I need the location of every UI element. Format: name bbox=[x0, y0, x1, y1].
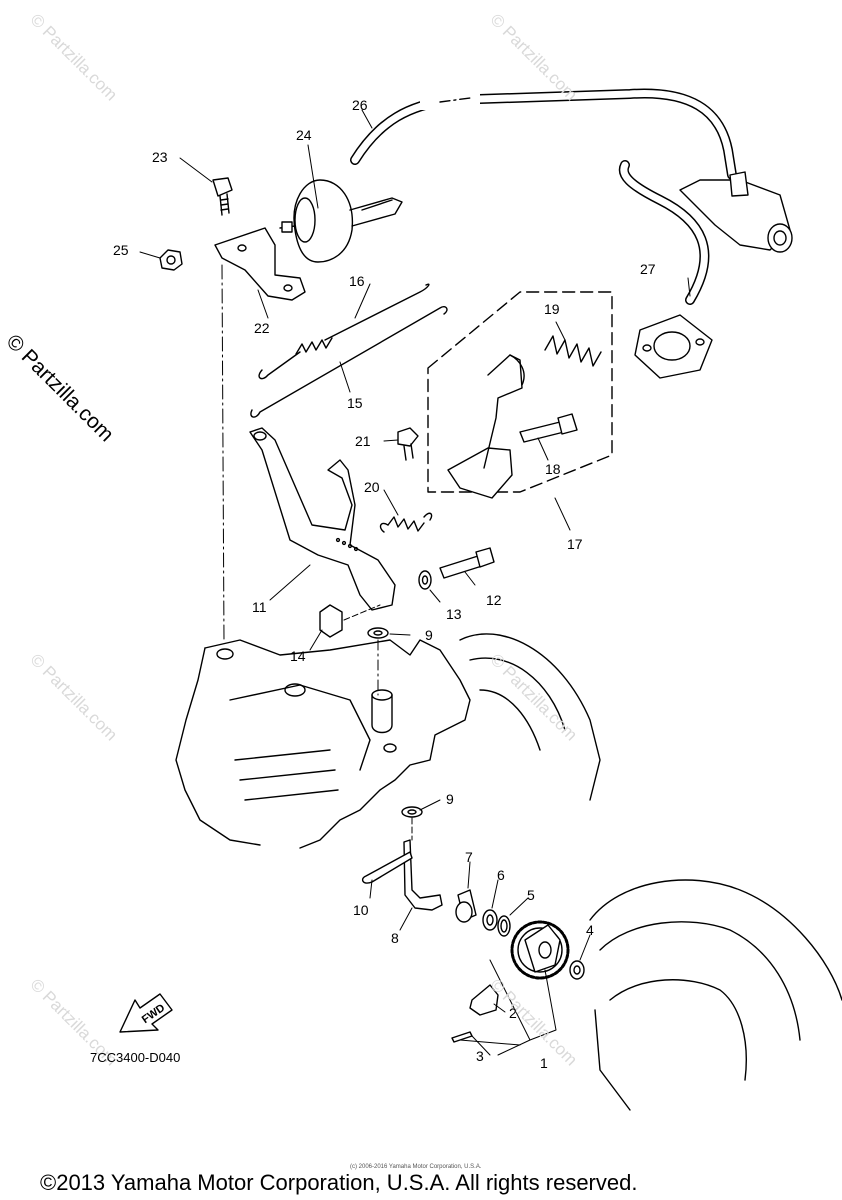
washer-9-lower bbox=[401, 806, 423, 818]
callout-19: 19 bbox=[544, 301, 560, 317]
bolt-18 bbox=[519, 413, 578, 443]
callout-17: 17 bbox=[567, 536, 583, 552]
actuator-24 bbox=[279, 179, 403, 263]
spring-19 bbox=[544, 335, 602, 367]
bolt-21 bbox=[397, 427, 419, 461]
gear-1 bbox=[510, 920, 570, 980]
callout-27: 27 bbox=[640, 261, 656, 277]
callout-22: 22 bbox=[254, 320, 270, 336]
hose-26 bbox=[350, 88, 737, 180]
spacer-7 bbox=[455, 889, 477, 923]
callout-25: 25 bbox=[113, 242, 129, 258]
callout-8: 8 bbox=[391, 930, 399, 946]
hose-27-valve bbox=[618, 160, 793, 379]
washer-9-upper bbox=[367, 627, 389, 639]
callout-18: 18 bbox=[545, 461, 561, 477]
callout-9-lower: 9 bbox=[446, 791, 454, 807]
shaft-8 bbox=[403, 839, 443, 911]
rod-15 bbox=[250, 305, 448, 418]
nut-25 bbox=[159, 249, 183, 271]
bolt-23 bbox=[212, 177, 233, 216]
callout-20: 20 bbox=[364, 479, 380, 495]
plate-2 bbox=[469, 984, 499, 1016]
callout-6: 6 bbox=[497, 867, 505, 883]
callout-24: 24 bbox=[296, 127, 312, 143]
spring-20 bbox=[379, 512, 433, 533]
crankcase-right bbox=[589, 879, 842, 1111]
callout-16: 16 bbox=[349, 273, 365, 289]
tiny-copyright: (c) 2006-2016 Yamaha Motor Corporation, … bbox=[350, 1164, 482, 1170]
washer-13 bbox=[418, 570, 432, 590]
callout-1: 1 bbox=[540, 1055, 548, 1071]
callout-26: 26 bbox=[352, 97, 368, 113]
callout-5: 5 bbox=[527, 887, 535, 903]
callout-7: 7 bbox=[465, 849, 473, 865]
engine-block bbox=[175, 633, 601, 849]
callout-3: 3 bbox=[476, 1048, 484, 1064]
callout-9-upper: 9 bbox=[425, 627, 433, 643]
washer-4 bbox=[569, 960, 585, 980]
callout-2: 2 bbox=[509, 1005, 517, 1021]
callout-10: 10 bbox=[353, 902, 369, 918]
callout-23: 23 bbox=[152, 149, 168, 165]
leader-lines bbox=[139, 109, 691, 1056]
bracket-22 bbox=[214, 227, 306, 301]
lever-11 bbox=[249, 427, 396, 611]
drawing-code: 7CC3400-D040 bbox=[90, 1050, 181, 1065]
washer-6 bbox=[482, 909, 498, 931]
bolt-12 bbox=[439, 547, 495, 579]
callout-13: 13 bbox=[446, 606, 462, 622]
callout-11: 11 bbox=[252, 599, 267, 615]
washer-5 bbox=[497, 915, 511, 937]
rod-16 bbox=[258, 283, 430, 380]
fwd-arrow bbox=[119, 993, 173, 1033]
clip-10 bbox=[361, 851, 413, 884]
callout-14: 14 bbox=[290, 648, 306, 664]
callout-15: 15 bbox=[347, 395, 363, 411]
block-14 bbox=[319, 604, 343, 638]
callout-21: 21 bbox=[355, 433, 371, 449]
assembly-17 bbox=[427, 291, 613, 499]
callout-12: 12 bbox=[486, 592, 502, 608]
copyright-notice: ©2013 Yamaha Motor Corporation, U.S.A. A… bbox=[40, 1170, 638, 1195]
callout-4: 4 bbox=[586, 922, 594, 938]
